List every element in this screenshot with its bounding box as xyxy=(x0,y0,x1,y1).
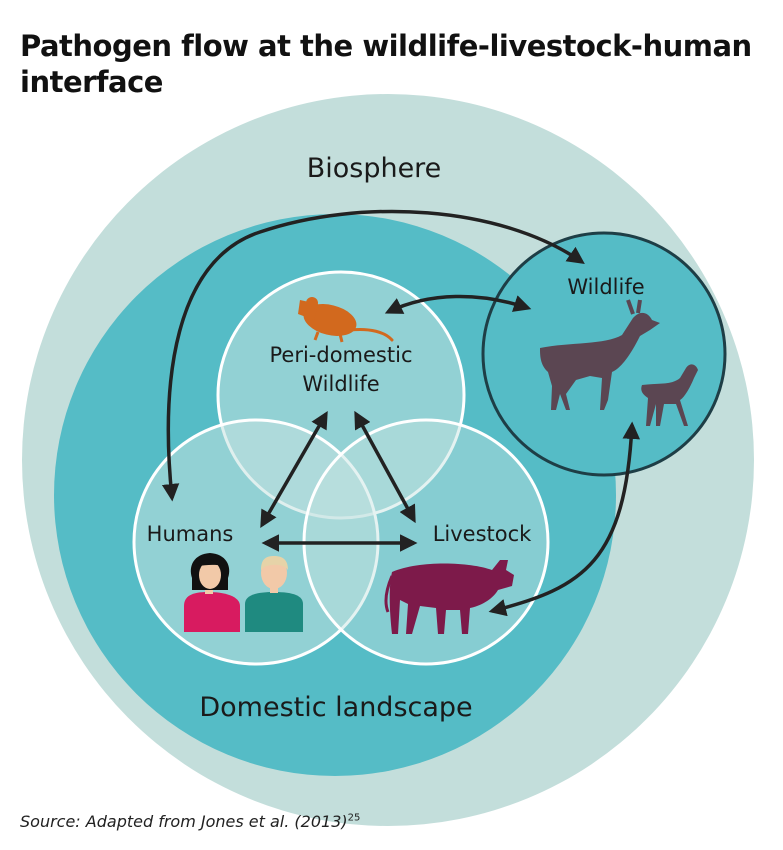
source-note: Source: Adapted from Jones et al. (2013)… xyxy=(20,812,360,831)
fawn-icon xyxy=(641,364,698,426)
rat-icon xyxy=(298,297,394,343)
livestock-label: Livestock xyxy=(433,522,532,546)
source-text: Source: Adapted from Jones et al. (2013) xyxy=(20,812,348,831)
peri-domestic-label-line1: Peri-domestic xyxy=(270,343,413,367)
peri-domestic-humans-arrow xyxy=(260,410,328,529)
woman-icon xyxy=(184,553,240,632)
humans-label: Humans xyxy=(147,522,234,546)
peri-domestic-livestock-arrow xyxy=(354,410,416,524)
wildlife-label: Wildlife xyxy=(567,275,644,299)
domestic-landscape-label: Domestic landscape xyxy=(199,692,472,723)
livestock-wildlife-arrow xyxy=(488,421,641,617)
pathogen-flow-arrows xyxy=(161,209,641,617)
man-icon xyxy=(245,556,303,632)
figure-title: Pathogen flow at the wildlife-livestock-… xyxy=(20,29,752,99)
humans-wildlife-arrow xyxy=(161,209,585,502)
source-superscript: 25 xyxy=(347,812,361,824)
peri-domestic-label-line2: Wildlife xyxy=(302,372,379,396)
peri-domestic-wildlife-arrow xyxy=(384,294,532,314)
biosphere-label: Biosphere xyxy=(307,153,442,184)
deer-icon xyxy=(540,299,660,410)
cow-icon xyxy=(384,560,514,634)
